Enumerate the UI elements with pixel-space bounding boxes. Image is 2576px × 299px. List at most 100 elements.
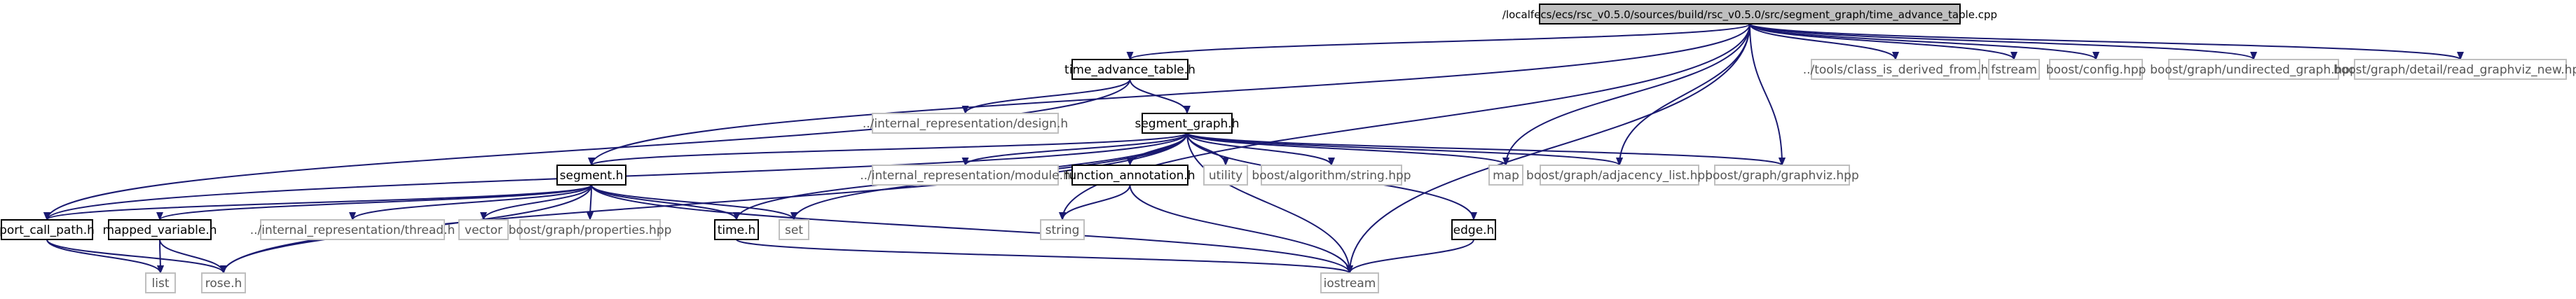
- node-pcp[interactable]: port_call_path.h: [0, 219, 95, 240]
- node-root[interactable]: /localfecs/ecs/rsc_v0.5.0/sources/build/…: [1502, 4, 1997, 25]
- node-label-fstream: fstream: [1991, 63, 2037, 77]
- node-mv[interactable]: mapped_variable.h: [102, 219, 217, 240]
- dependency-edge-pcp-rose: [46, 239, 227, 274]
- node-cls: ../tools/class_is_derived_from.h: [1803, 59, 1988, 80]
- node-box-bgv: [1714, 165, 1850, 186]
- node-design: ../internal_representation/design.h: [863, 113, 1068, 134]
- node-vector: vector: [458, 219, 509, 240]
- node-label-thread: ../internal_representation/thread.h: [250, 223, 455, 237]
- node-box-sg: [1142, 113, 1233, 134]
- node-label-utility: utility: [1209, 169, 1242, 183]
- node-map: map: [1488, 165, 1523, 186]
- node-box-design: [872, 113, 1059, 134]
- node-box-seg: [556, 165, 626, 186]
- dependency-edge-sg-badj: [1186, 132, 1623, 166]
- node-box-bundir: [2168, 59, 2339, 80]
- dependency-edge-mv-rose: [159, 239, 227, 274]
- node-box-badj: [1540, 165, 1699, 186]
- node-box-pcp: [1, 219, 93, 240]
- node-label-root: /localfecs/ecs/rsc_v0.5.0/sources/build/…: [1502, 8, 1997, 22]
- node-bundir: boost/graph/undirected_graph.hpp: [2150, 59, 2357, 80]
- node-box-map: [1488, 165, 1523, 186]
- node-box-vector: [458, 219, 509, 240]
- node-list: list: [145, 272, 176, 293]
- node-box-rose: [201, 272, 246, 293]
- dependency-edge-fa-iostream: [1129, 184, 1353, 274]
- dependency-edge-root-seg: [588, 23, 1751, 166]
- dependency-edge-sg-bgv: [1186, 132, 1786, 166]
- node-label-fa: function_annotation.h: [1064, 169, 1195, 183]
- node-box-thread: [260, 219, 445, 240]
- dependency-edge-pcp-list: [46, 239, 164, 274]
- node-label-badj: boost/graph/adjacency_list.hpp: [1526, 169, 1713, 183]
- dependency-edge-seg-timeh: [591, 184, 740, 221]
- node-balgo: boost/algorithm/string.hpp: [1252, 165, 1411, 186]
- node-box-root: [1539, 4, 1961, 25]
- dependency-edge-sg-seg: [588, 132, 1188, 166]
- node-box-cls: [1811, 59, 1980, 80]
- dependency-edge-root-cls: [1749, 23, 1899, 60]
- dependency-edge-root-bundir: [1749, 23, 2257, 60]
- dependency-edge-root-iostream: [1346, 23, 1751, 274]
- node-label-design: ../internal_representation/design.h: [863, 117, 1068, 131]
- node-label-iostream: iostream: [1324, 277, 1376, 291]
- node-label-bread: boost/graph/detail/read_graphviz_new.hpp: [2334, 63, 2576, 77]
- node-box-utility: [1203, 165, 1248, 186]
- dependency-edge-seg-thread: [349, 184, 592, 221]
- node-sg[interactable]: segment_graph.h: [1135, 113, 1240, 134]
- node-timeh[interactable]: time.h: [714, 219, 759, 240]
- node-set: set: [779, 219, 809, 240]
- node-box-iostream: [1320, 272, 1379, 293]
- node-bconfig: boost/config.hpp: [2046, 59, 2146, 80]
- node-box-edge: [1451, 219, 1496, 240]
- node-label-module: ../internal_representation/module.h: [860, 169, 1071, 183]
- dependency-edge-root-tat: [1126, 23, 1751, 60]
- dependency-edge-sg-iostream: [1186, 132, 1353, 274]
- node-box-tat: [1071, 59, 1188, 80]
- node-bread: boost/graph/detail/read_graphviz_new.hpp: [2334, 59, 2576, 80]
- node-iostream: iostream: [1320, 272, 1379, 293]
- node-label-set: set: [785, 223, 803, 237]
- node-label-timeh: time.h: [718, 223, 756, 237]
- node-box-bprop: [519, 219, 661, 240]
- dependency-edge-timeh-iostream: [736, 239, 1353, 274]
- node-thread: ../internal_representation/thread.h: [250, 219, 455, 240]
- node-label-bconfig: boost/config.hpp: [2046, 63, 2146, 77]
- node-label-rose: rose.h: [205, 277, 242, 291]
- dependency-edge-seg-mv: [156, 184, 592, 221]
- dependency-edge-sg-module: [961, 132, 1188, 166]
- node-label-bgv: boost/graph/graphviz.hpp: [1705, 169, 1859, 183]
- dependency-edge-root-badj: [1616, 23, 1751, 166]
- node-label-seg: segment.h: [560, 169, 624, 183]
- node-box-balgo: [1261, 165, 1402, 186]
- node-seg[interactable]: segment.h: [556, 165, 626, 186]
- dependency-edge-seg-pcp: [43, 184, 592, 221]
- node-box-mv: [108, 219, 212, 240]
- dependency-edge-tat-pcp: [43, 78, 1131, 221]
- node-label-mv: mapped_variable.h: [102, 223, 217, 237]
- node-string: string: [1040, 219, 1085, 240]
- dependency-edge-seg-set: [591, 184, 797, 221]
- node-tat[interactable]: time_advance_table.h: [1064, 59, 1195, 80]
- dependency-edge-edge-iostream: [1346, 239, 1474, 274]
- node-box-fa: [1071, 165, 1188, 186]
- node-module: ../internal_representation/module.h: [860, 165, 1071, 186]
- node-bgv: boost/graph/graphviz.hpp: [1705, 165, 1859, 186]
- node-label-list: list: [152, 277, 170, 291]
- node-box-set: [779, 219, 809, 240]
- node-utility: utility: [1203, 165, 1248, 186]
- node-label-pcp: port_call_path.h: [0, 223, 95, 237]
- dependency-edge-sg-map: [1186, 132, 1509, 166]
- node-box-list: [145, 272, 176, 293]
- node-edge[interactable]: edge.h: [1451, 219, 1496, 240]
- node-fa[interactable]: function_annotation.h: [1064, 165, 1195, 186]
- node-fstream: fstream: [1988, 59, 2040, 80]
- node-bprop: boost/graph/properties.hpp: [509, 219, 671, 240]
- node-label-tat: time_advance_table.h: [1064, 63, 1195, 77]
- node-label-balgo: boost/algorithm/string.hpp: [1252, 169, 1411, 183]
- dependency-edge-root-bgv: [1749, 23, 1786, 166]
- node-label-map: map: [1493, 169, 1519, 183]
- dependency-edge-root-bconfig: [1749, 23, 2099, 60]
- node-box-bconfig: [2049, 59, 2143, 80]
